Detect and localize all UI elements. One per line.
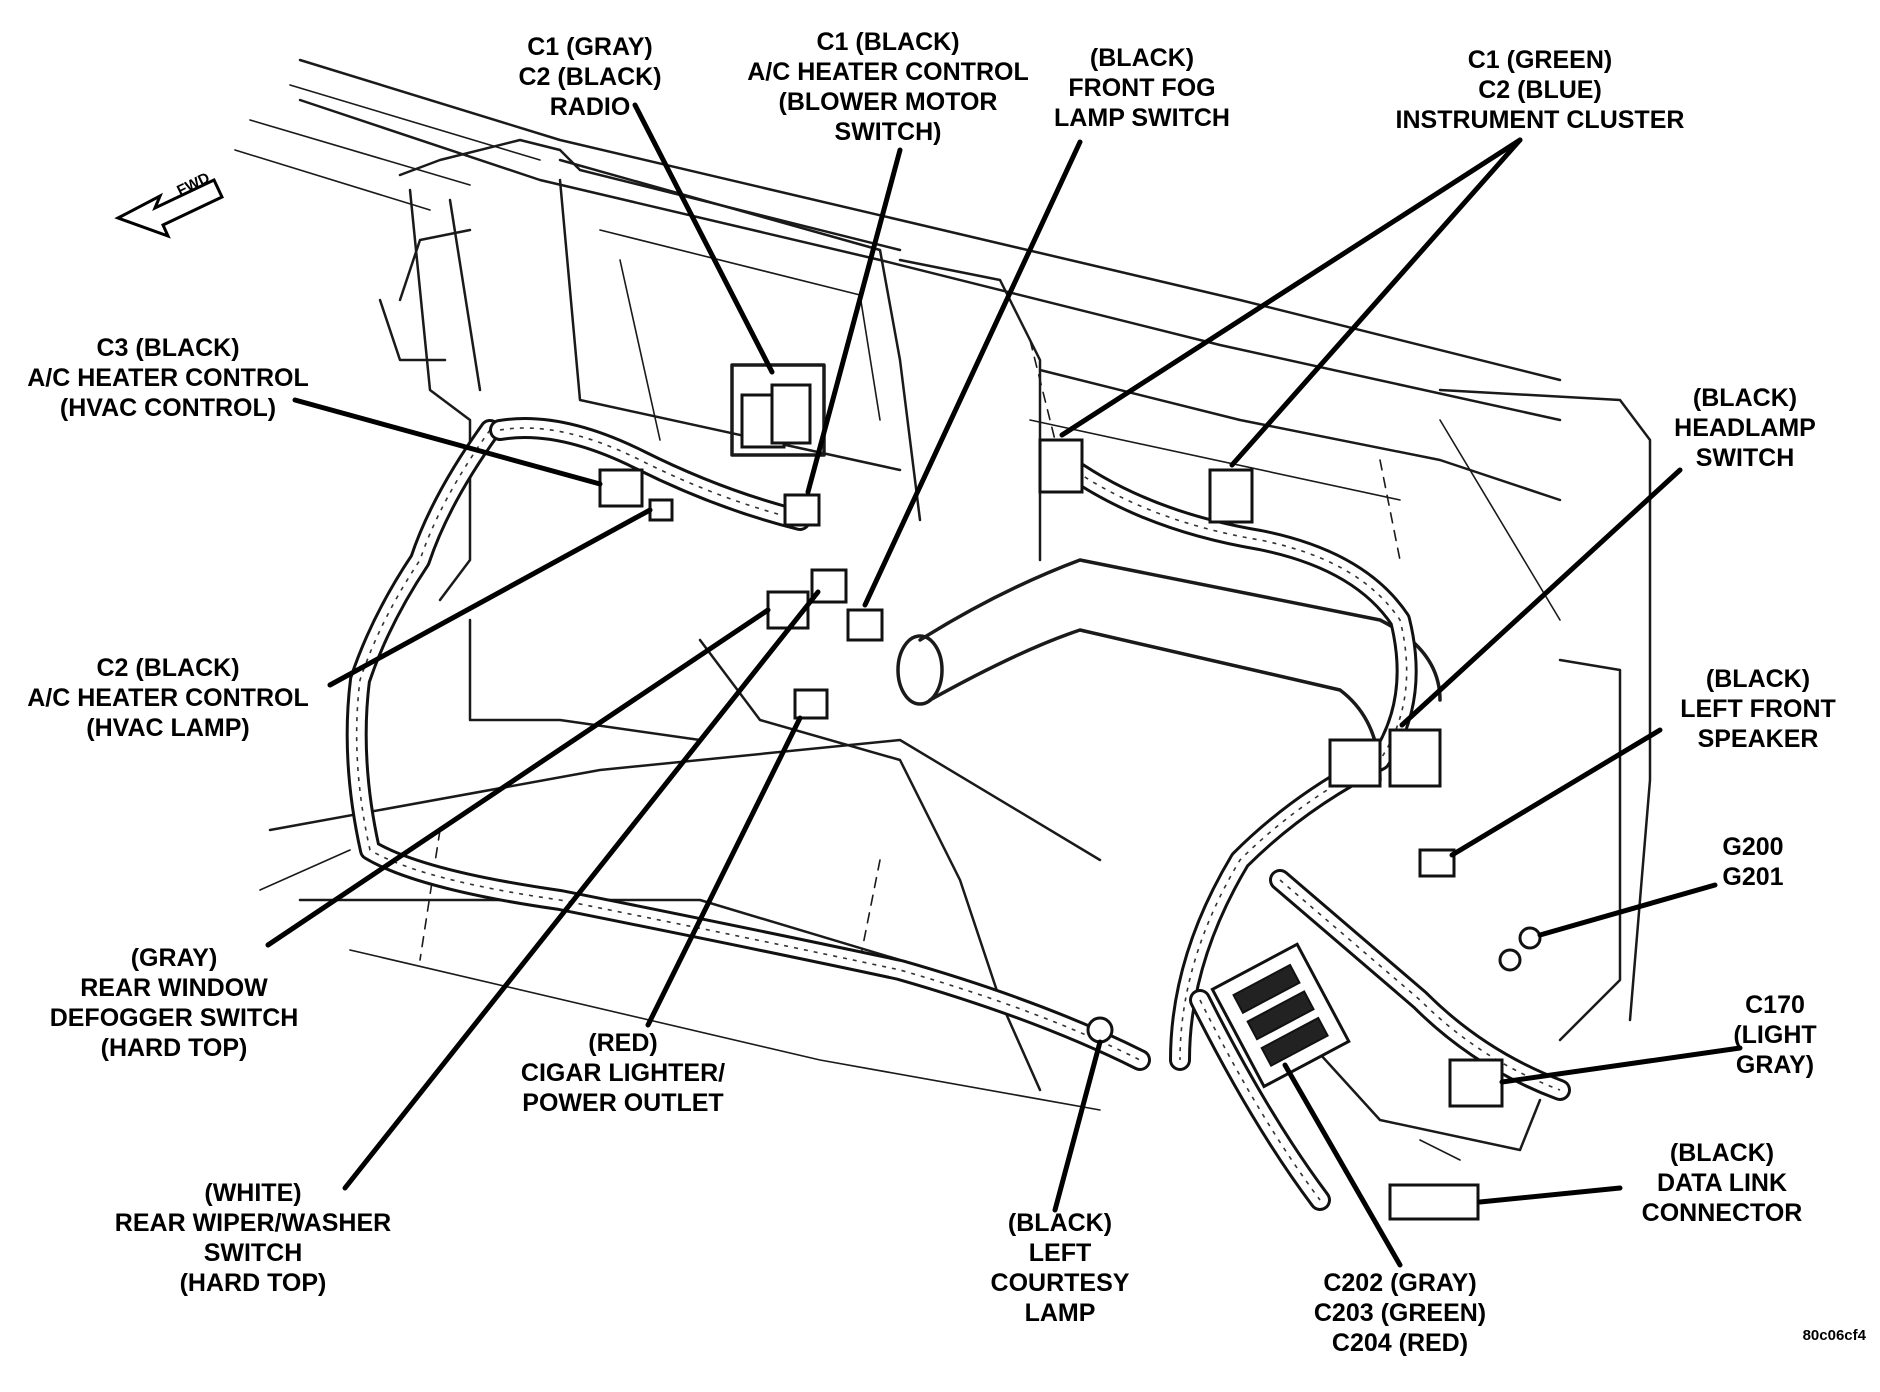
- label-hvac-lamp: C2 (BLACK) A/C HEATER CONTROL (HVAC LAMP…: [27, 654, 309, 742]
- blower-switch-connector: [783, 493, 821, 527]
- headlamp-connector-2: [1388, 728, 1442, 788]
- label-left-front-speaker: (BLACK) LEFT FRONT SPEAKER: [1680, 665, 1836, 753]
- wiper-connector: [810, 568, 848, 604]
- label-cigar-lighter: (RED) CIGAR LIGHTER/ POWER OUTLET: [520, 1029, 726, 1117]
- leader-lines: [265, 102, 1743, 1268]
- ground-eyelet-1: [1518, 926, 1542, 950]
- cluster-c1-connector: [1038, 438, 1084, 494]
- speaker-connector: [1418, 848, 1456, 878]
- ground-eyelet-2: [1498, 948, 1522, 972]
- label-left-courtesy-lamp: (BLACK) LEFT COURTESY LAMP: [990, 1209, 1130, 1327]
- hvac-control-connector: [598, 468, 644, 508]
- fwd-arrow-icon: FWD: [114, 169, 224, 239]
- label-ground: G200 G201: [1722, 833, 1784, 891]
- c170-connector: [1448, 1058, 1504, 1108]
- courtesy-lamp-socket: [1086, 1016, 1114, 1044]
- headlamp-connector: [1328, 738, 1382, 788]
- label-headlamp-switch: (BLACK) HEADLAMP SWITCH: [1674, 384, 1816, 472]
- label-front-fog-lamp-switch: (BLACK) FRONT FOG LAMP SWITCH: [1054, 44, 1230, 132]
- cigar-lighter-connector: [793, 688, 829, 720]
- data-link-connector: [1388, 1183, 1480, 1221]
- label-c202-c204: C202 (GRAY) C203 (GREEN) C204 (RED): [1313, 1269, 1487, 1357]
- label-data-link-connector: (BLACK) DATA LINK CONNECTOR: [1641, 1139, 1803, 1227]
- hvac-lamp-connector: [648, 498, 674, 522]
- wiring-harness: [345, 417, 1571, 1211]
- label-hvac-control: C3 (BLACK) A/C HEATER CONTROL (HVAC CONT…: [27, 334, 309, 422]
- fog-lamp-connector: [846, 608, 884, 642]
- figure-id: 80c06cf4: [1802, 1327, 1866, 1344]
- label-rear-window-defogger: (GRAY) REAR WINDOW DEFOGGER SWITCH (HARD…: [49, 944, 299, 1062]
- label-c170: C170 (LIGHT GRAY): [1733, 991, 1817, 1079]
- label-rear-wiper-washer: (WHITE) REAR WIPER/WASHER SWITCH (HARD T…: [114, 1179, 392, 1297]
- cluster-c2-connector: [1208, 468, 1254, 524]
- dashboard-frame: [234, 58, 1652, 1161]
- label-blower-motor-switch: C1 (BLACK) A/C HEATER CONTROL (BLOWER MO…: [747, 28, 1029, 146]
- radio-connector-2: [770, 383, 812, 445]
- label-radio: C1 (GRAY) C2 (BLACK) RADIO: [518, 33, 662, 121]
- label-instrument-cluster: C1 (GREEN) C2 (BLUE) INSTRUMENT CLUSTER: [1395, 46, 1685, 134]
